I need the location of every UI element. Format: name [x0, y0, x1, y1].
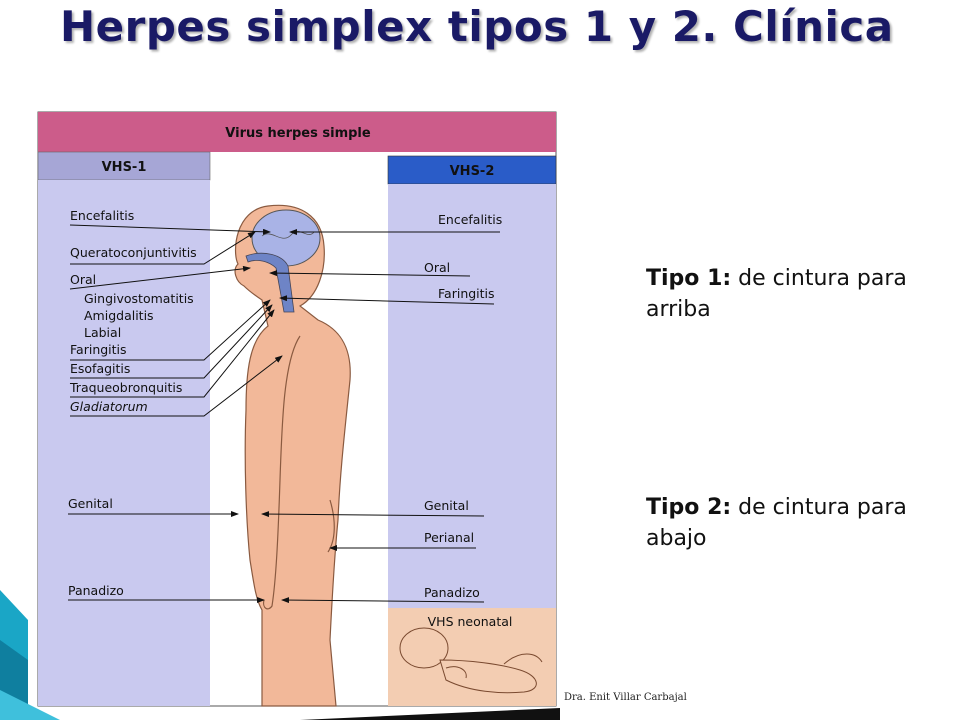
- left-label-labial: Labial: [84, 325, 121, 340]
- note-tipo-2-label: Tipo 2:: [646, 495, 732, 520]
- left-label-queratoconjuntivitis: Queratoconjuntivitis: [70, 245, 197, 260]
- arrows: [68, 224, 500, 604]
- neonate-illustration: [399, 627, 543, 694]
- vhs2-header: VHS-2: [450, 164, 495, 179]
- diagram-header-bg: [38, 112, 556, 152]
- right-label-genital: Genital: [424, 498, 469, 513]
- left-label-gingivostomatitis: Gingivostomatitis: [84, 291, 194, 306]
- vhs2-header-bg: [387, 155, 557, 185]
- vhs1-header-bg: [37, 151, 211, 181]
- right-label-perianal: Perianal: [424, 530, 474, 545]
- note-tipo-1: Tipo 1: de cintura para arriba: [646, 263, 946, 325]
- note-tipo-2: Tipo 2: de cintura para abajo: [646, 492, 946, 554]
- left-label-gladiatorum: Gladiatorum: [70, 399, 148, 414]
- left-label-amigdalitis: Amigdalitis: [84, 308, 154, 323]
- left-label-encefalitis: Encefalitis: [70, 208, 134, 223]
- vhs1-panel: [38, 180, 210, 706]
- neonatal-header: VHS neonatal: [428, 614, 513, 629]
- left-label-genital: Genital: [68, 496, 113, 511]
- left-label-panadizo: Panadizo: [68, 583, 124, 598]
- note-tipo-1-label: Tipo 1:: [646, 266, 732, 291]
- body-silhouette: [234, 204, 351, 707]
- vhs2-panel: [388, 184, 556, 608]
- diagram-header: Virus herpes simple: [225, 126, 371, 141]
- left-label-traqueobronquitis: Traqueobronquitis: [69, 380, 182, 395]
- left-label-esofagitis: Esofagitis: [70, 361, 130, 376]
- left-label-faringitis: Faringitis: [70, 342, 127, 357]
- right-label-oral: Oral: [424, 260, 450, 275]
- slide-title: Herpes simplex tipos 1 y 2. Clínica: [60, 2, 894, 51]
- arm-line: [263, 335, 301, 610]
- note-tipo-2-text: de cintura para abajo: [646, 495, 907, 551]
- vhs1-header: VHS-1: [102, 160, 147, 175]
- author-credit: Dra. Enit Villar Carbajal: [564, 692, 687, 703]
- right-label-panadizo: Panadizo: [424, 585, 480, 600]
- right-label-faringitis: Faringitis: [438, 286, 495, 301]
- note-tipo-1-text: de cintura para arriba: [646, 266, 907, 322]
- left-label-oral: Oral: [70, 272, 96, 287]
- right-label-encefalitis: Encefalitis: [438, 212, 502, 227]
